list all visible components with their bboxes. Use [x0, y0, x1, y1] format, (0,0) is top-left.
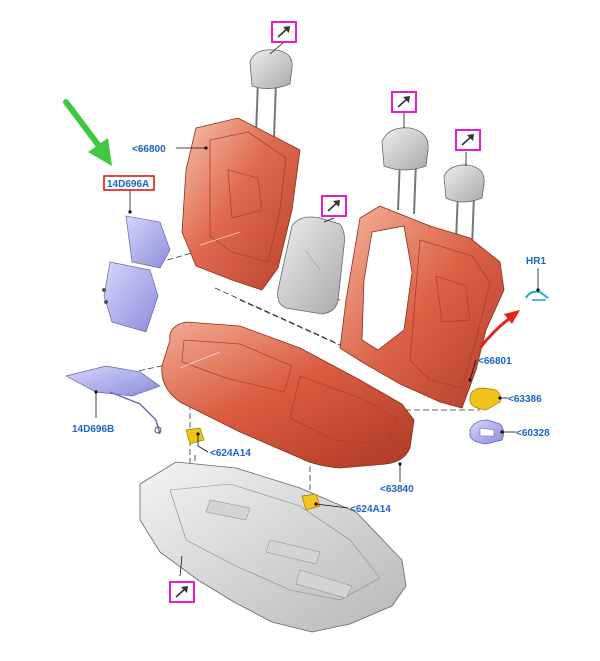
backrest-left[interactable] [181, 117, 301, 291]
part-60328[interactable] [469, 419, 504, 445]
bracket-14D696A[interactable] [102, 215, 171, 333]
leader-lines [94, 41, 540, 577]
link-icon-headrest-left[interactable] [271, 21, 297, 43]
green-pointer-arrow-icon [63, 99, 112, 166]
label-HR1[interactable]: HR1 [526, 256, 546, 267]
part-63386[interactable] [469, 387, 501, 411]
floor-pan[interactable] [139, 461, 407, 633]
headrest-left[interactable] [249, 49, 293, 139]
label-63386[interactable]: <63386 [508, 394, 542, 405]
backrest-right[interactable] [339, 205, 505, 409]
label-63840[interactable]: <63840 [380, 484, 414, 495]
link-icon-headrest-outer[interactable] [455, 129, 481, 151]
label-60328[interactable]: <60328 [516, 428, 550, 439]
link-icon-floor[interactable] [169, 581, 195, 603]
headrest-right-inner[interactable] [381, 127, 429, 215]
label-14D696A[interactable]: 14D696A [107, 179, 149, 190]
red-direction-arrow-icon [478, 310, 520, 349]
label-66800[interactable]: <66800 [132, 144, 166, 155]
label-66801[interactable]: <66801 [478, 356, 512, 367]
selected-label-box [103, 175, 155, 191]
clip-624A14-upper[interactable] [185, 427, 205, 445]
label-14D696B[interactable]: 14D696B [72, 424, 114, 435]
link-icon-armrest[interactable] [321, 195, 347, 217]
link-icon-headrest-inner[interactable] [391, 91, 417, 113]
label-624A14-upper[interactable]: <624A14 [210, 448, 251, 459]
callout-labels: <66800 14D696A 14D696B <624A14 <624A14 <… [72, 144, 550, 515]
armrest-center[interactable] [277, 216, 345, 315]
clip-624A14-lower[interactable] [301, 493, 321, 511]
seat-cushion[interactable] [161, 321, 415, 469]
label-624A14-lower[interactable]: <624A14 [350, 504, 391, 515]
bracket-14D696B[interactable] [65, 365, 162, 435]
part-HR1[interactable] [525, 290, 549, 301]
headrest-right-outer[interactable] [443, 164, 485, 247]
